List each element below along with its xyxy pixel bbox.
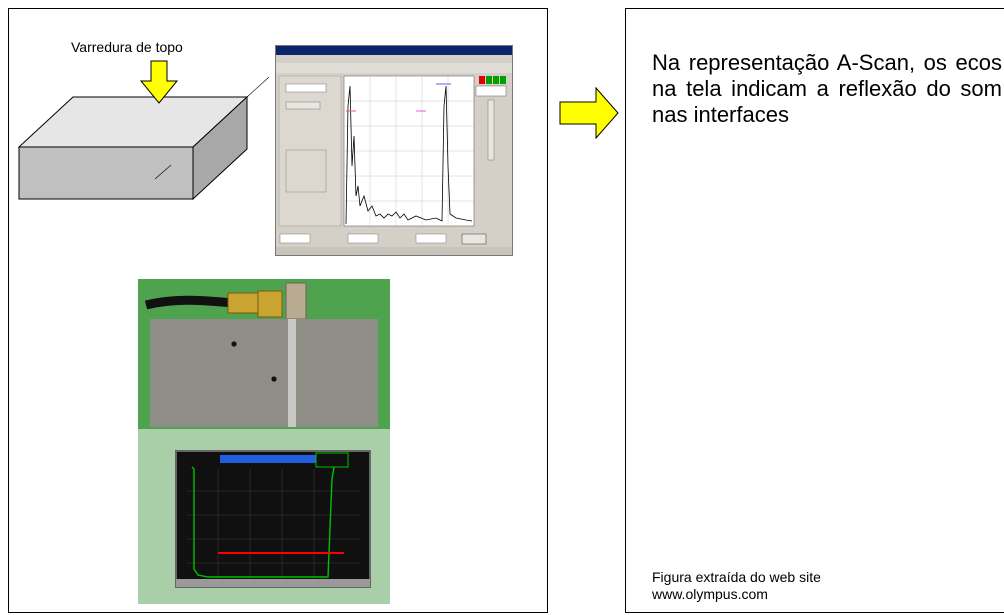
down-arrow-icon xyxy=(139,60,179,104)
credit-line-2: www.olympus.com xyxy=(652,586,768,602)
left-figure-panel: Varredura de topo xyxy=(8,8,548,613)
right-arrow-icon xyxy=(558,86,620,145)
right-text-panel: Na representação A-Scan, os ecos na tela… xyxy=(625,8,1004,613)
figure-credit: Figura extraída do web site www.olympus.… xyxy=(652,569,1002,603)
a-scan-software-screenshot xyxy=(275,45,513,256)
credit-line-1: Figura extraída do web site xyxy=(652,569,821,585)
probe-and-instrument-photo xyxy=(138,279,390,604)
scan-caption: Varredura de topo xyxy=(71,39,183,55)
test-block-diagram xyxy=(17,60,270,201)
a-scan-description: Na representação A-Scan, os ecos na tela… xyxy=(652,50,1002,127)
